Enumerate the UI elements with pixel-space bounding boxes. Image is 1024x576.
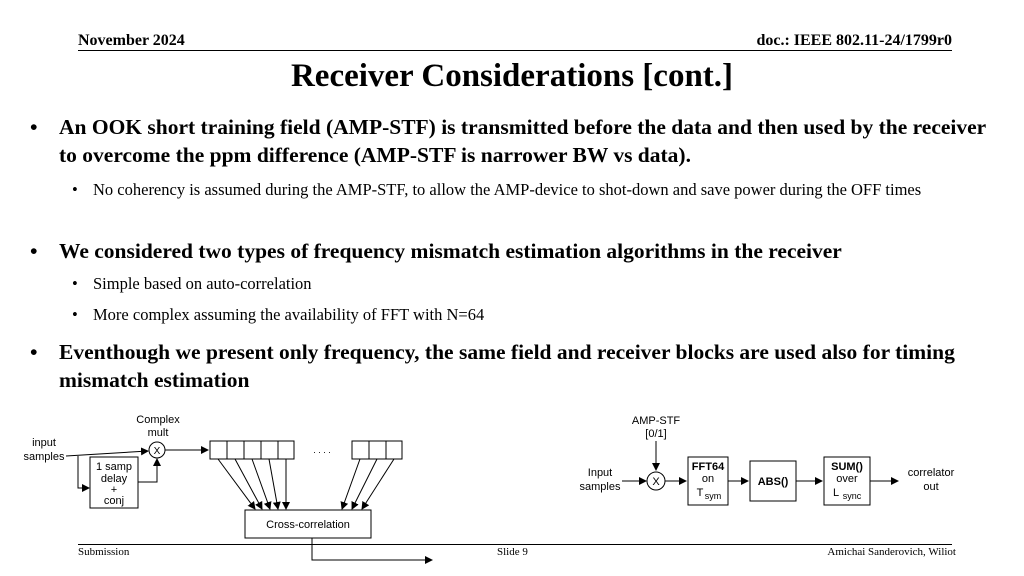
delay-conj-block [89, 456, 139, 509]
bullet-text: An OOK short training field (AMP-STF) is… [59, 115, 986, 167]
footer-author: Amichai Sanderovich, Wiliot [827, 546, 956, 558]
input-label-line2: samples [24, 451, 65, 463]
fft64-block [687, 456, 729, 506]
delay-to-mult-arrow [138, 458, 161, 483]
register-ellipsis: . . . . [313, 445, 331, 455]
bullet-dot: • [72, 180, 78, 199]
delay-line1: 1 samp [96, 461, 132, 473]
sum-block [823, 456, 871, 506]
footer-slide-number: Slide 9 [497, 546, 528, 558]
slide-title: Receiver Considerations [cont.] [290, 58, 734, 94]
bullet-l2-auto-correlation: • Simple based on auto-correlation [72, 272, 1002, 296]
sum-line3: L [833, 487, 839, 499]
sum-line3-sub: sync [843, 491, 862, 501]
header-divider [78, 50, 952, 51]
fft-line1: FFT64 [692, 461, 725, 473]
bullet-text: More complex assuming the availability o… [93, 305, 485, 324]
bullet-text: We considered two types of frequency mis… [59, 239, 842, 263]
shift-register-left [209, 440, 295, 460]
bullet-l2-fft: • More complex assuming the availability… [72, 303, 1002, 327]
sum-line2: over [836, 473, 858, 485]
bullet-dot: • [72, 274, 78, 293]
delay-line4: conj [104, 495, 124, 507]
fft-line2: on [702, 473, 714, 485]
header-doc-id: doc.: IEEE 802.11-24/1799r0 [756, 32, 952, 49]
abs-label: ABS() [758, 476, 789, 488]
sum-line1: SUM() [831, 461, 863, 473]
bullet-text: Eventhough we present only frequency, th… [59, 340, 955, 392]
bullet-l1-two-types: • We considered two types of frequency m… [30, 237, 1005, 265]
input-samples-line2: samples [580, 481, 621, 493]
fft-line3-sub: sym [705, 491, 722, 501]
header-date: November 2024 [78, 32, 185, 49]
mult-symbol: X [154, 446, 161, 457]
bullet-l2-no-coherency: • No coherency is assumed during the AMP… [72, 178, 1002, 226]
bullet-l1-timing: • Eventhough we present only frequency, … [30, 338, 1005, 394]
correlator-out-line1: correlator [908, 467, 955, 479]
correlator-out-line2: out [923, 481, 938, 493]
fft-line3: T [697, 487, 704, 499]
bullet-dot: • [72, 305, 78, 324]
input-label-line1: input [32, 437, 56, 449]
bullet-dot: • [30, 115, 38, 139]
bullet-dot: • [30, 239, 38, 263]
footer-submission: Submission [78, 546, 130, 558]
input-to-mult-arrow [65, 447, 149, 457]
bullet-dot: • [30, 340, 38, 364]
xcorr-output-arrow [311, 538, 433, 564]
mult-label-line2: mult [148, 427, 169, 439]
tap-arrows [217, 458, 395, 510]
cross-correlation-block [244, 509, 372, 539]
delay-line2: delay [101, 473, 128, 485]
delay-line3: + [111, 484, 117, 496]
input-samples-line1: Input [588, 467, 612, 479]
abs-block [749, 460, 797, 502]
amp-stf-line1: AMP-STF [632, 415, 681, 427]
input-to-delay-arrow [77, 456, 90, 492]
footer-divider [78, 544, 952, 545]
mult-symbol-right: X [652, 476, 660, 488]
shift-register-right [351, 440, 403, 460]
bullet-l1-ook-stf: • An OOK short training field (AMP-STF) … [30, 113, 1005, 169]
diagram-auto-correlation: input samples 1 samp delay + conj Comple… [24, 414, 433, 564]
bullet-text: Simple based on auto-correlation [93, 274, 312, 293]
diagram-fft-based: AMP-STF [0/1] Input samples X FFT64 on T… [580, 415, 955, 506]
bullet-text: No coherency is assumed during the AMP-S… [93, 180, 922, 199]
amp-stf-line2: [0/1] [645, 428, 666, 440]
mult-label-line1: Complex [136, 414, 180, 426]
cross-correlation-label: Cross-correlation [266, 519, 350, 531]
